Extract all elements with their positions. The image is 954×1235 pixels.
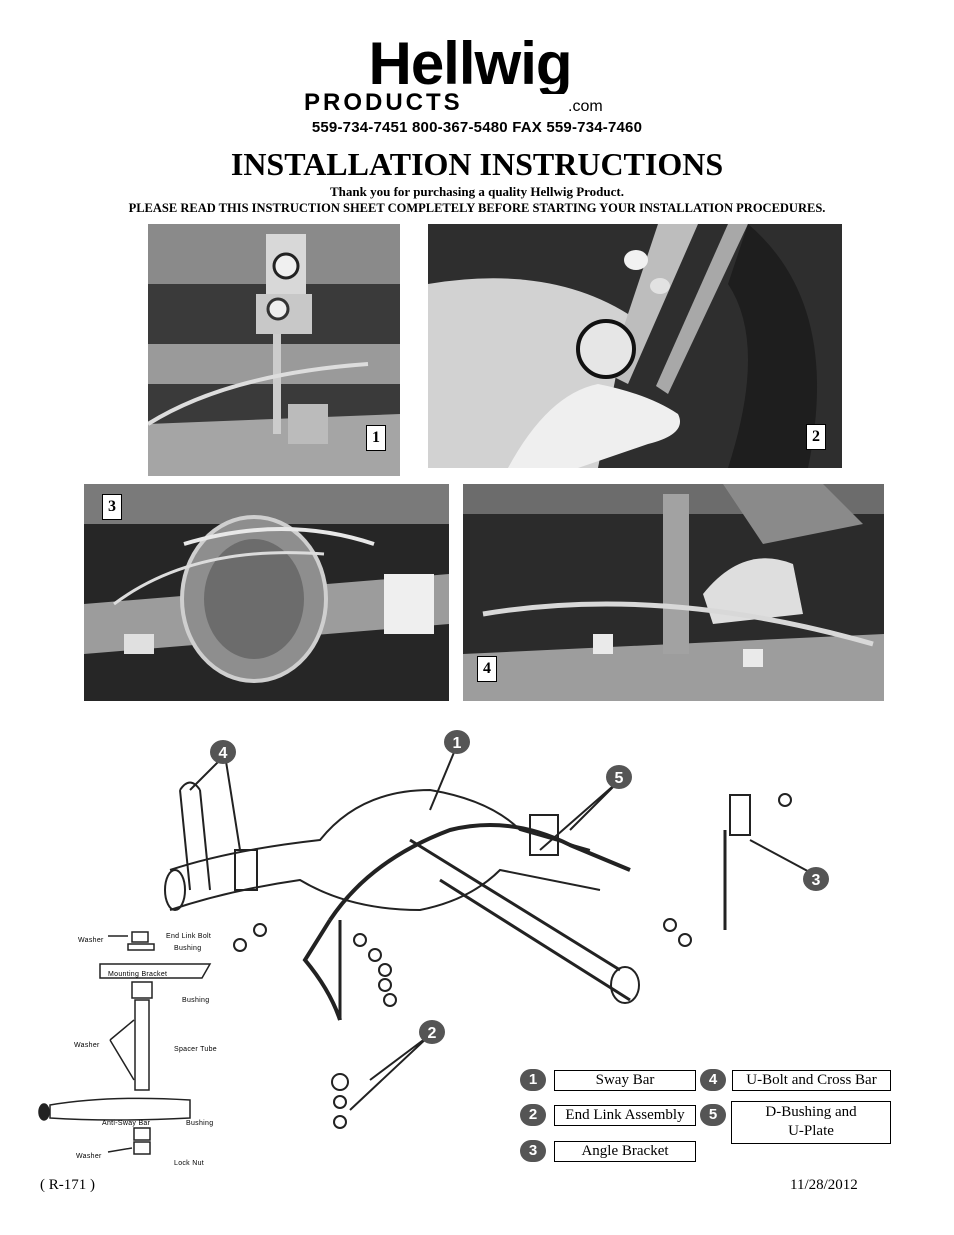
- svg-text:3: 3: [812, 872, 821, 889]
- label-lock-nut: Lock Nut: [174, 1160, 204, 1167]
- label-spacer-tube: Spacer Tube: [174, 1046, 217, 1053]
- legend-sway-bar: Sway Bar: [554, 1070, 696, 1091]
- legend-u-bolt-cross-bar: U-Bolt and Cross Bar: [732, 1070, 891, 1091]
- label-washer-mid: Washer: [74, 1042, 100, 1049]
- svg-text:5: 5: [615, 770, 624, 787]
- photo-number: 1: [366, 425, 386, 451]
- hellwig-logo: Hellwig: [368, 34, 572, 94]
- logo-suffix: .com: [568, 98, 603, 115]
- photo-4: 4: [463, 484, 884, 701]
- label-washer-top: Washer: [78, 937, 104, 944]
- callout-4: 4: [210, 740, 236, 764]
- label-mounting-bracket: Mounting Bracket: [108, 971, 167, 978]
- callout-2: 2: [419, 1020, 445, 1044]
- svg-text:4: 4: [219, 745, 228, 762]
- legend-icon-2: 2: [520, 1104, 546, 1126]
- label-bushing-3: Bushing: [186, 1120, 213, 1127]
- callout-5: 5: [606, 765, 632, 789]
- thank-you-line: Thank you for purchasing a quality Hellw…: [329, 184, 624, 199]
- legend-icon-3: 3: [520, 1140, 546, 1162]
- read-notice: PLEASE READ THIS INSTRUCTION SHEET COMPL…: [128, 201, 826, 215]
- legend-icon-1: 1: [520, 1069, 546, 1091]
- legend-end-link-assembly: End Link Assembly: [554, 1105, 696, 1126]
- photo-1: 1: [148, 224, 400, 476]
- logo-word: Hellwig: [368, 34, 571, 94]
- photo-2: 2: [428, 224, 842, 468]
- legend-icon-4: 4: [700, 1069, 726, 1091]
- axle-drawing: [164, 749, 816, 1129]
- photo-number: 2: [806, 424, 826, 450]
- label-bushing-2: Bushing: [182, 997, 209, 1004]
- photo-number: 3: [102, 494, 122, 520]
- exploded-parts-diagram: 1 2 3 4 5 Washer End Link Bolt Bushing M…: [38, 730, 829, 1167]
- label-bushing-1: Bushing: [174, 945, 201, 952]
- end-link-detail: [38, 931, 212, 1155]
- svg-text:1: 1: [453, 735, 462, 752]
- legend-angle-bracket: Angle Bracket: [554, 1141, 696, 1162]
- photo-number: 4: [477, 656, 497, 682]
- callout-1: 1: [444, 730, 470, 754]
- phone-numbers: 559-734-7451 800-367-5480 FAX 559-734-74…: [311, 119, 643, 136]
- logo-sub: PRODUCTS: [304, 89, 463, 116]
- label-anti-sway-bar: Anti-Sway Bar: [102, 1120, 151, 1127]
- footer-code: ( R-171 ): [40, 1177, 95, 1193]
- page-title: INSTALLATION INSTRUCTIONS: [230, 146, 724, 182]
- svg-text:2: 2: [428, 1025, 437, 1042]
- label-washer-bottom: Washer: [76, 1153, 102, 1160]
- footer-date: 11/28/2012: [790, 1177, 858, 1193]
- products-logo: PRODUCTS .com: [304, 89, 603, 116]
- diagram-callouts: 1 2 3 4 5: [210, 730, 829, 1044]
- legend-icon-5: 5: [700, 1104, 726, 1126]
- photo-3: 3: [84, 484, 449, 701]
- label-end-link-bolt: End Link Bolt: [166, 933, 211, 940]
- callout-3: 3: [803, 867, 829, 891]
